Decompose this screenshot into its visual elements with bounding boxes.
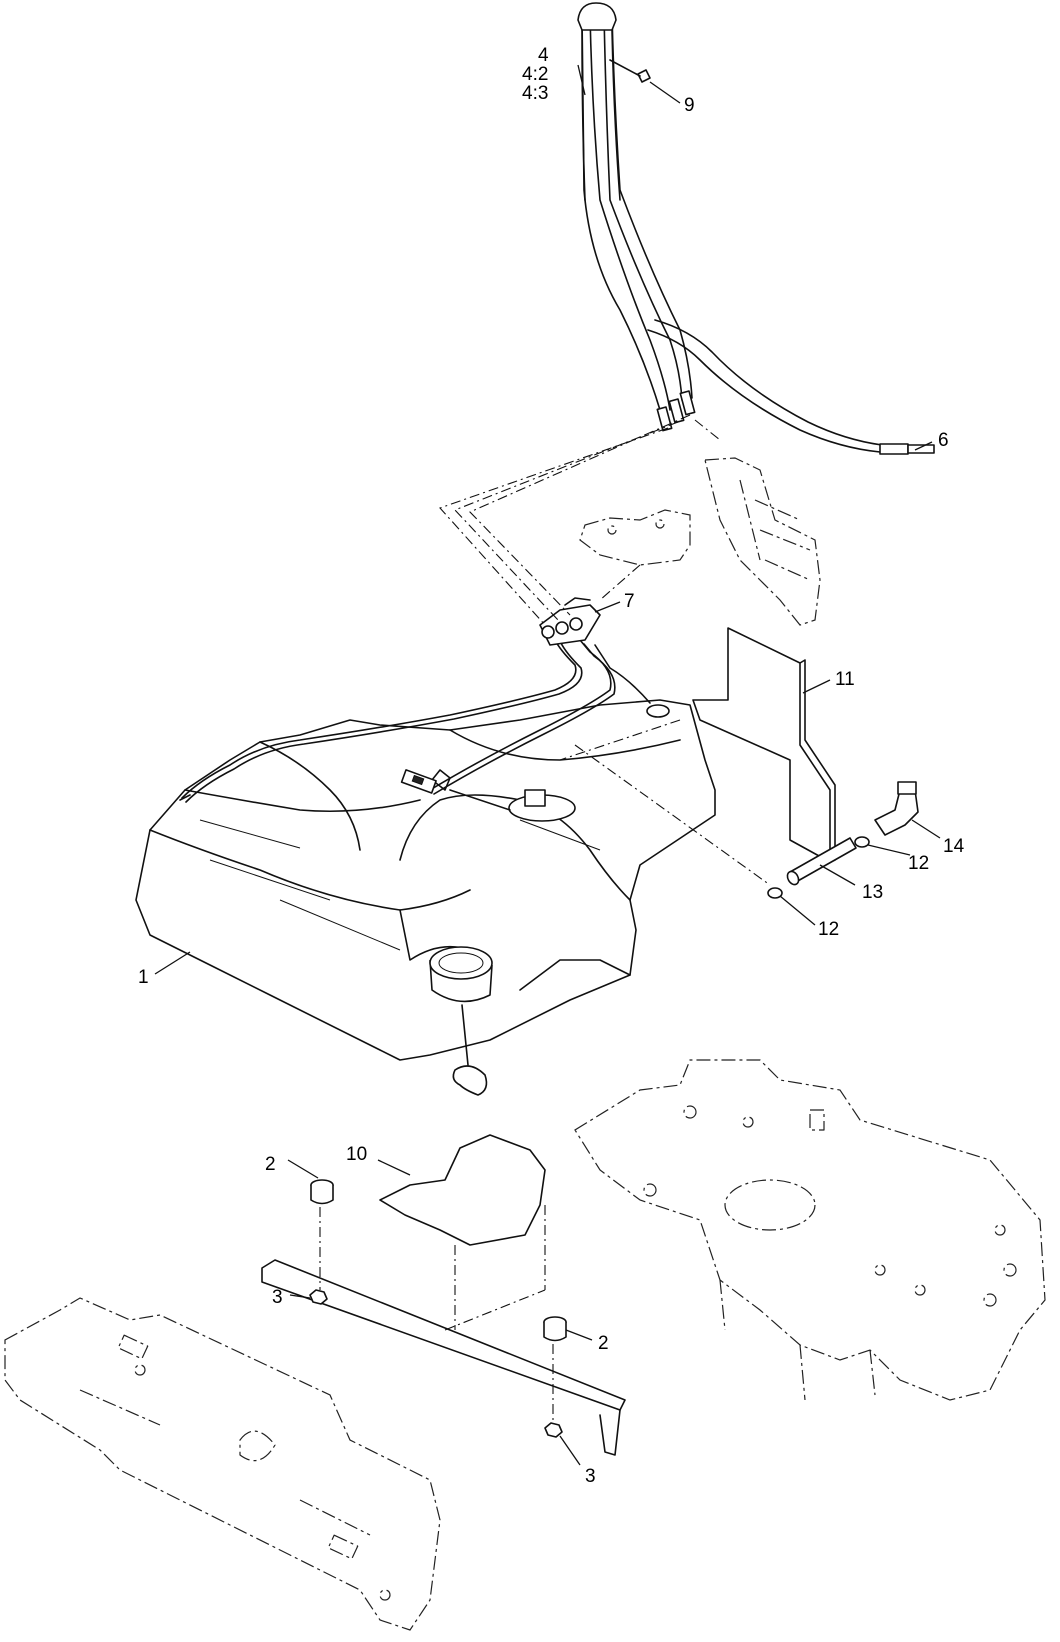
callout-4-3: 4:3 (522, 83, 548, 104)
hose-clamp-lower (767, 887, 783, 899)
hose-routing-phantom (439, 414, 721, 626)
leader-lines (154, 64, 941, 1466)
hose-clamp-upper (854, 836, 870, 848)
callout-11: 11 (835, 669, 855, 690)
callout-2-right: 2 (598, 1333, 609, 1354)
nut-right (544, 1422, 563, 1438)
callout-4: 4 (538, 45, 549, 66)
bumper-left (310, 1179, 334, 1290)
cross-bar (261, 1259, 626, 1456)
fuel-line-assembly (577, 2, 935, 455)
bumper-right (543, 1316, 567, 1420)
callout-7: 7 (624, 591, 635, 612)
callout-10: 10 (346, 1144, 367, 1165)
callout-6: 6 (938, 430, 949, 451)
fuel-line-harness (181, 639, 651, 811)
callouts: 1 2 2 3 3 4 4:2 4:3 6 7 9 10 11 12 12 13… (138, 45, 965, 1487)
callout-12-lower: 12 (818, 919, 839, 940)
callout-3-right: 3 (585, 1466, 596, 1487)
callout-1: 1 (138, 967, 149, 988)
rear-frame-plate (574, 1059, 1046, 1401)
callout-9: 9 (684, 95, 695, 116)
hose-bracket-lower (579, 509, 691, 601)
fuel-tank (135, 699, 716, 1096)
heat-shield (379, 1134, 546, 1331)
callout-13: 13 (862, 882, 883, 903)
callout-14: 14 (943, 836, 965, 857)
callout-2-left: 2 (265, 1154, 276, 1175)
front-frame-plate (4, 1297, 441, 1631)
callout-12-upper: 12 (908, 853, 929, 874)
vent-valve (874, 781, 919, 836)
hose-bracket-upper (704, 457, 821, 626)
nut-left (309, 1289, 328, 1305)
quick-connector (539, 597, 601, 646)
callout-4-2: 4:2 (522, 64, 548, 85)
vent-hose (574, 744, 857, 886)
callout-3-left: 3 (272, 1287, 283, 1308)
